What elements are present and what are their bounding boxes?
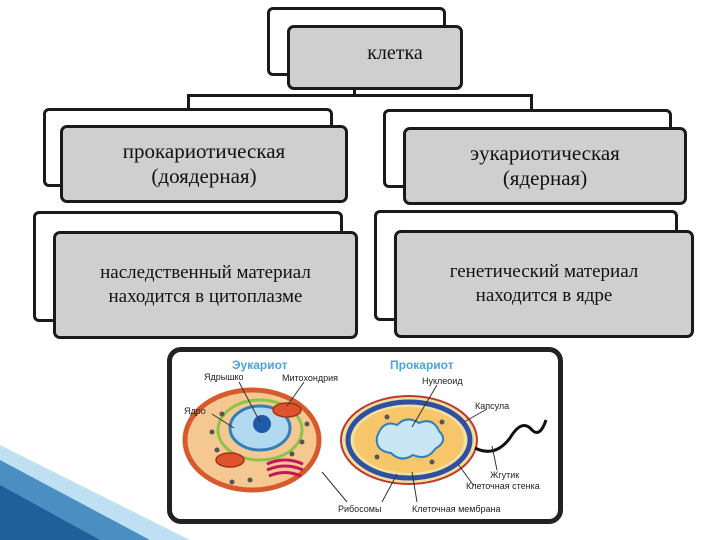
label-cell-membrane: Клеточная мембрана bbox=[412, 504, 501, 514]
nucleoid-shape bbox=[375, 418, 445, 460]
label-nucleus: Ядро bbox=[184, 406, 206, 416]
label-nucleoid: Нуклеоид bbox=[422, 376, 463, 386]
cell-wall-shape bbox=[345, 399, 473, 481]
golgi-shape bbox=[266, 458, 304, 478]
root-node: клетка bbox=[287, 25, 463, 90]
cell-illustration bbox=[182, 381, 548, 503]
endoplasmic-reticulum bbox=[216, 398, 304, 462]
left-desc-label: наследственный материал находится в цито… bbox=[100, 262, 311, 307]
cell-illustration-panel: Эукариот Прокариот Ядрышко Митохондрия Я… bbox=[167, 347, 563, 524]
connector-horizontal bbox=[187, 94, 533, 109]
prokaryote-node: прокариотическая (доядерная) bbox=[60, 125, 348, 203]
mitochondrion-shape bbox=[215, 452, 245, 468]
right-desc-node: генетический материал находится в ядре bbox=[394, 230, 694, 338]
root-label: клетка bbox=[367, 42, 423, 64]
label-cell-wall: Клеточная стенка bbox=[466, 481, 540, 491]
label-capsule: Капсула bbox=[475, 401, 510, 411]
label-flagellum: Жгутик bbox=[490, 470, 520, 480]
eukaryote-node: эукариотическая (ядерная) bbox=[403, 127, 687, 205]
decorative-wedge bbox=[0, 445, 190, 540]
eukaryote-label: эукариотическая (ядерная) bbox=[470, 140, 620, 190]
nucleolus-shape bbox=[253, 415, 271, 433]
prokaryote-label: прокариотическая (доядерная) bbox=[122, 138, 286, 188]
prokaryote-title: Прокариот bbox=[390, 358, 454, 372]
flagellum-shape bbox=[474, 419, 548, 453]
connector-root bbox=[353, 84, 356, 96]
label-ribosomes: Рибосомы bbox=[338, 504, 382, 514]
label-mitochondria: Митохондрия bbox=[282, 373, 338, 383]
right-desc-label: генетический материал находится в ядре bbox=[449, 261, 639, 306]
eukaryote-title: Эукариот bbox=[232, 358, 288, 372]
left-desc-node: наследственный материал находится в цито… bbox=[53, 231, 358, 339]
label-nucleolus: Ядрышко bbox=[204, 372, 244, 382]
mitochondrion-shape bbox=[272, 402, 302, 418]
